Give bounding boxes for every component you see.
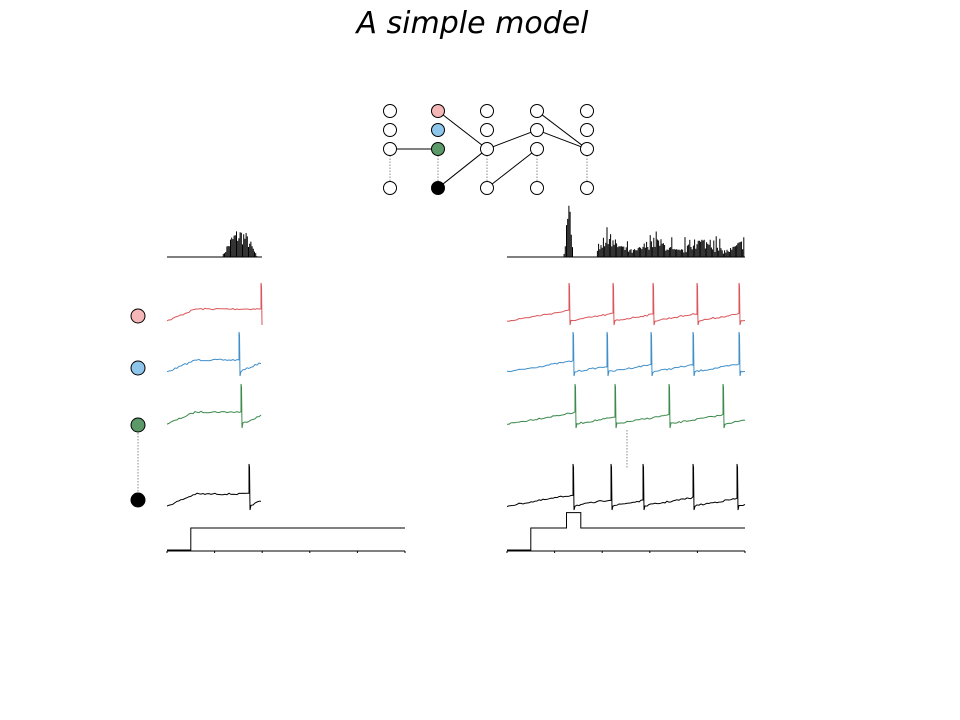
histogram-bars [563, 205, 573, 257]
right-simulation-panel [506, 205, 746, 553]
neuron-node [383, 181, 397, 195]
neuron-node [431, 181, 445, 195]
neuron-node [431, 123, 445, 137]
neuron-node [431, 142, 445, 156]
network-diagram [383, 104, 594, 195]
neuron-node [383, 123, 397, 137]
left-simulation-panel [166, 231, 406, 553]
green-neuron-dot [130, 417, 146, 433]
synapse-line [492, 131, 532, 148]
blue-neuron-dot [130, 360, 146, 376]
neuron-node [431, 104, 445, 118]
histogram-bars [596, 227, 745, 257]
stimulus-trace [507, 512, 745, 551]
green-voltage-trace [506, 383, 746, 429]
neuron-node [580, 123, 594, 137]
neuron-node [480, 142, 494, 156]
black-neuron-dot [130, 492, 146, 508]
black-voltage-trace [506, 463, 746, 511]
neuron-node [480, 104, 494, 118]
slide-title: A simple model [356, 6, 589, 41]
neuron-node [383, 104, 397, 118]
neuron-node [580, 142, 594, 156]
neuron-legend [130, 308, 146, 508]
black-voltage-trace [166, 463, 262, 511]
stimulus-trace [167, 527, 405, 551]
neuron-node [580, 104, 594, 118]
neuron-node [530, 142, 544, 156]
blue-voltage-trace [166, 331, 262, 377]
neuron-node [580, 181, 594, 195]
pink-neuron-dot [130, 308, 146, 324]
neuron-node [480, 181, 494, 195]
synapse-line [542, 131, 582, 148]
pink-voltage-trace [166, 282, 263, 326]
synapse-line [442, 152, 483, 185]
neuron-node [530, 181, 544, 195]
neuron-node [383, 142, 397, 156]
neuron-node [530, 104, 544, 118]
pink-voltage-trace [506, 282, 746, 326]
synapse-line [491, 152, 533, 185]
neuron-node [530, 123, 544, 137]
histogram-bars [222, 231, 258, 257]
blue-voltage-trace [506, 331, 746, 377]
synapse-line [442, 114, 483, 146]
synapse-line [541, 114, 583, 146]
neuron-node [480, 123, 494, 137]
green-voltage-trace [166, 383, 262, 429]
